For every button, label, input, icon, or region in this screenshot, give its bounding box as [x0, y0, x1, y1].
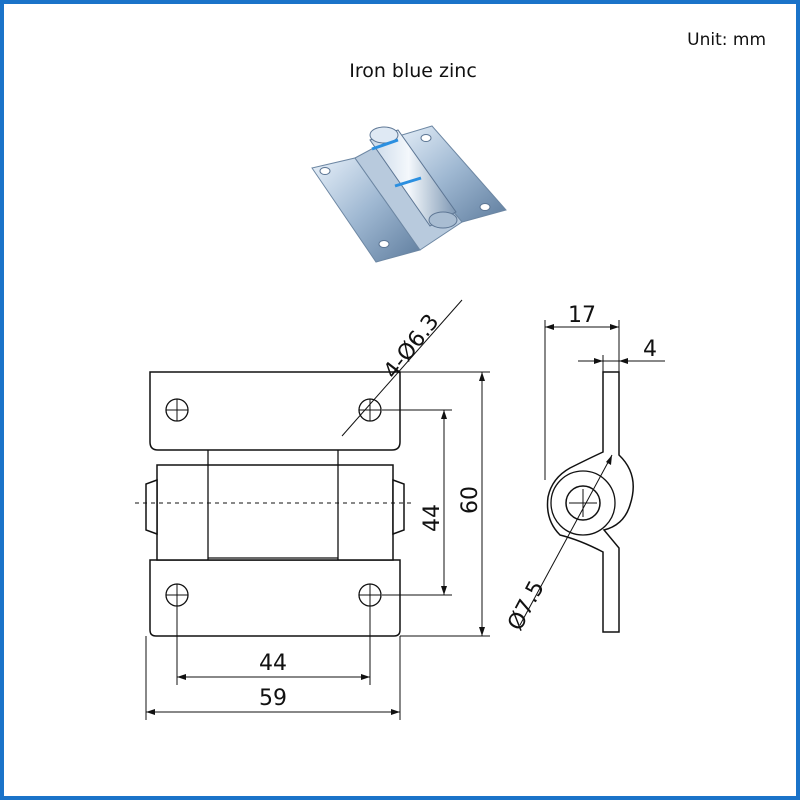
- overall-height-label: 60: [458, 486, 483, 514]
- mounting-hole: [358, 398, 382, 422]
- unit-label: Unit: mm: [687, 30, 766, 50]
- side-width-label: 17: [568, 303, 596, 328]
- dimension-side-width: 17: [544, 303, 620, 480]
- hinge-product-photo: [311, 125, 507, 263]
- mounting-hole: [165, 583, 189, 607]
- dimension-thickness: 4: [578, 337, 665, 372]
- thickness-label: 4: [643, 337, 657, 362]
- mounting-hole: [165, 398, 189, 422]
- dimension-overall-height: 60: [400, 371, 490, 637]
- dimension-overall-width: 59: [145, 636, 401, 720]
- pin-diameter-label: Ø7.5: [503, 577, 550, 635]
- horizontal-hole-spacing-label: 44: [259, 651, 287, 676]
- vertical-hole-spacing-label: 44: [420, 504, 445, 532]
- hinge-side-view: [546, 371, 634, 633]
- overall-width-label: 59: [259, 686, 287, 711]
- hole-diameter-label: 4-Ø6.3: [379, 310, 444, 384]
- dimension-horizontal-hole-spacing: 44: [176, 606, 371, 685]
- mounting-hole: [358, 583, 382, 607]
- dimension-vertical-hole-spacing: 44: [382, 409, 452, 596]
- material-label: Iron blue zinc: [349, 60, 477, 82]
- hinge-front-view: [135, 371, 415, 637]
